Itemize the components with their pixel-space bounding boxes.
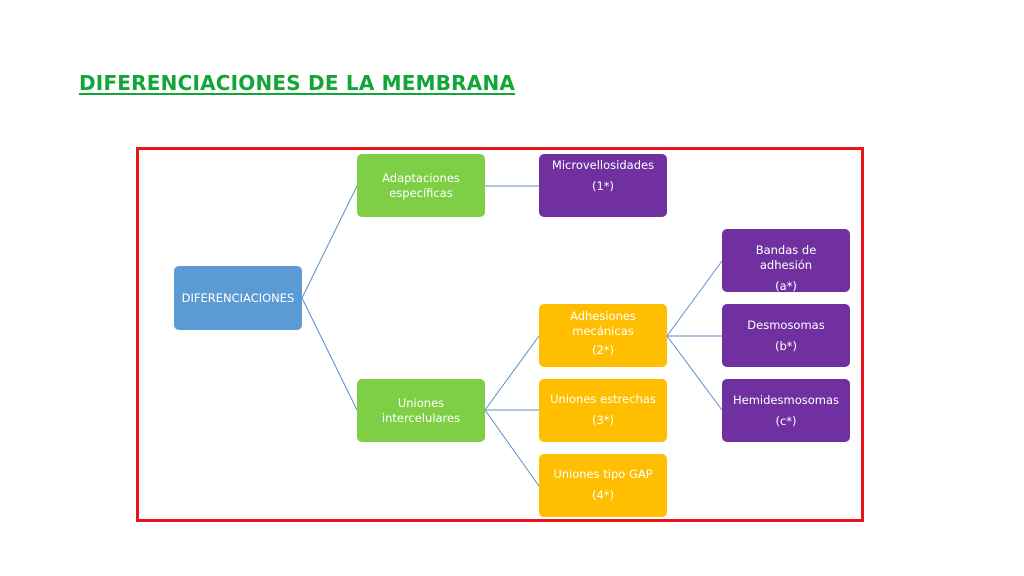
diagram-frame [136, 147, 864, 522]
node-uniones-intercelulares: Uniones intercelulares [357, 379, 485, 442]
node-adhesiones-ref: (2*) [591, 343, 615, 357]
node-estrechas-ref: (3*) [591, 413, 615, 427]
node-adhesiones-mecanicas: Adhesiones mecánicas (2*) [539, 304, 667, 367]
node-hemidesmosomas-ref: (c*) [775, 414, 797, 428]
node-bandas-de-adhesion: Bandas de adhesión (a*) [722, 229, 850, 293]
node-bandas-ref: (a*) [775, 279, 797, 293]
node-uniones-tipo-gap: Uniones tipo GAP (4*) [539, 454, 667, 517]
connector-root-adaptaciones [301, 185, 358, 299]
connector-uniones-adhesiones [484, 335, 540, 411]
node-uniones-estrechas: Uniones estrechas (3*) [539, 379, 667, 442]
node-adaptaciones-label: Adaptaciones específicas [382, 170, 460, 200]
node-desmosomas-label: Desmosomas [747, 318, 825, 332]
connector-adhesiones-hemidesmosomas [666, 335, 723, 411]
node-estrechas-label: Uniones estrechas [550, 392, 656, 406]
node-adaptaciones-especificas: Adaptaciones específicas [357, 154, 485, 217]
node-diferenciaciones: DIFERENCIACIONES [174, 266, 302, 330]
node-hemidesmosomas-label: Hemidesmosomas [733, 393, 839, 407]
node-adhesiones-label: Adhesiones mecánicas [570, 309, 636, 338]
node-microvellosidades: Microvellosidades (1*) [539, 154, 667, 217]
node-gap-ref: (4*) [591, 488, 615, 502]
node-desmosomas-ref: (b*) [774, 339, 798, 353]
connector-uniones-gap [484, 409, 540, 487]
node-uniones-label: Uniones intercelulares [381, 395, 461, 425]
node-microvellosidades-label: Microvellosidades [551, 158, 655, 172]
node-gap-label: Uniones tipo GAP [553, 467, 653, 481]
node-desmosomas: Desmosomas (b*) [722, 304, 850, 367]
connector-adhesiones-bandas [666, 260, 723, 337]
node-microvellosidades-ref: (1*) [591, 179, 615, 193]
connector-root-uniones [301, 297, 358, 411]
page-title: DIFERENCIACIONES DE LA MEMBRANA [79, 71, 516, 95]
node-hemidesmosomas: Hemidesmosomas (c*) [722, 379, 850, 442]
node-bandas-label: Bandas de adhesión [755, 243, 817, 272]
node-diferenciaciones-label: DIFERENCIACIONES [181, 290, 295, 305]
